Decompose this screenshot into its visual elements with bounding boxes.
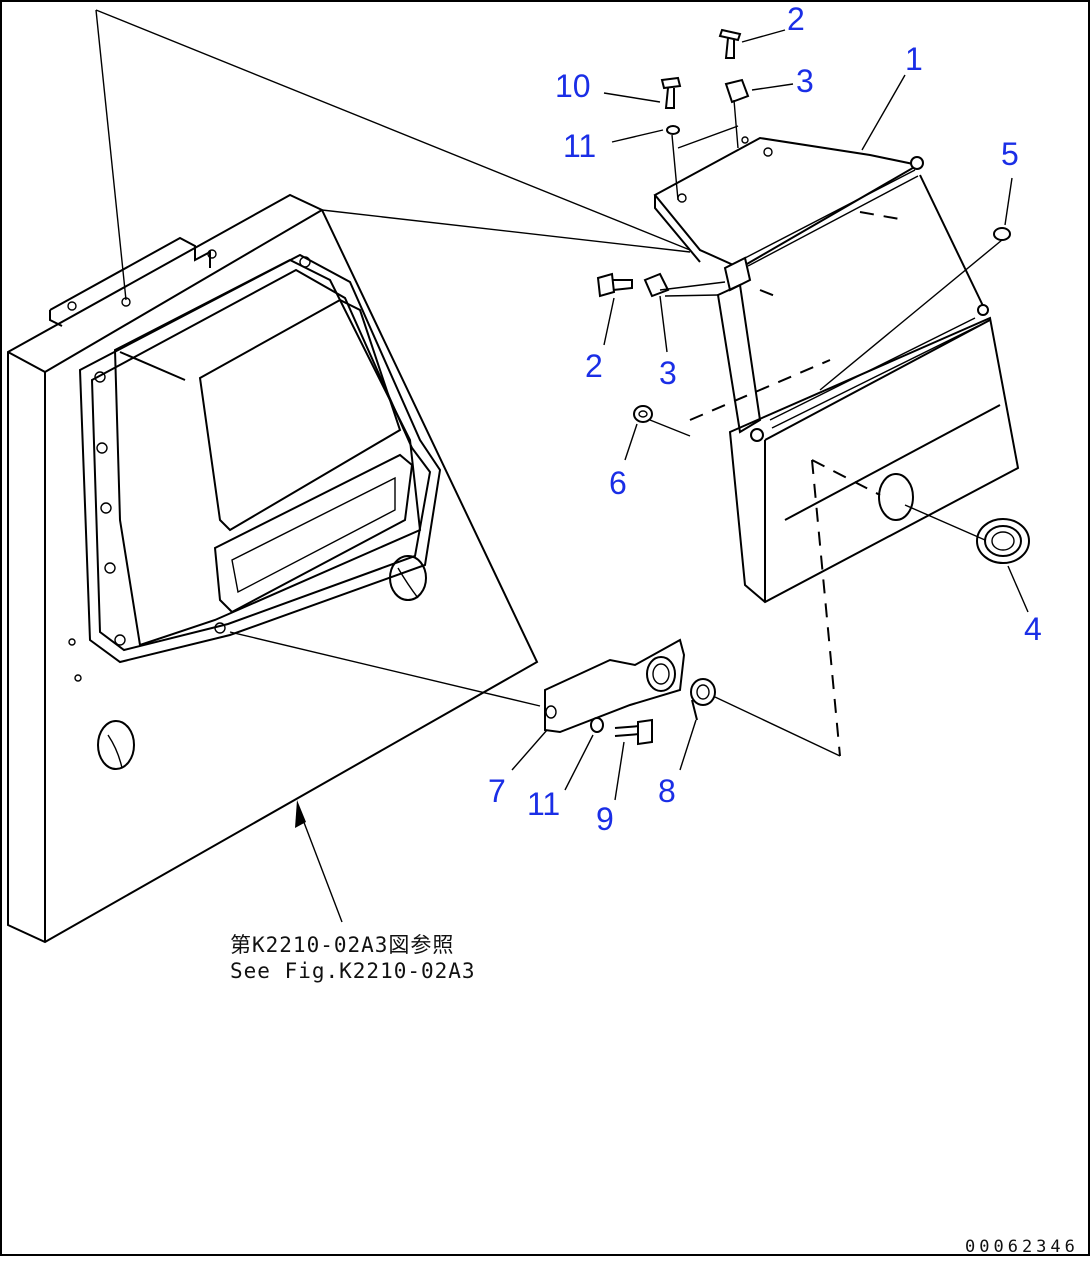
callout-3-middle: 3	[659, 355, 677, 391]
callout-10: 10	[555, 68, 591, 104]
cover-assembly	[633, 136, 1030, 604]
callout-8: 8	[658, 773, 676, 809]
callout-4: 4	[1024, 611, 1042, 647]
callout-9: 9	[596, 801, 614, 837]
callout-5: 5	[1001, 136, 1019, 172]
callout-7: 7	[488, 773, 506, 809]
callout-1: 1	[905, 41, 923, 77]
image-number: 00062346	[965, 1237, 1079, 1256]
leader-lines	[95, 9, 1029, 923]
callout-3-top: 3	[796, 63, 814, 99]
callout-11-bottom: 11	[527, 786, 560, 822]
callout-2-middle: 2	[585, 348, 603, 384]
callout-11-top: 11	[563, 128, 596, 164]
reference-note: 第K2210-02A3図参照 See Fig.K2210-02A3	[230, 933, 476, 983]
callout-6: 6	[609, 465, 627, 501]
cab-panel	[7, 193, 539, 944]
reference-note-japanese: 第K2210-02A3図参照	[230, 933, 454, 957]
callout-2-top: 2	[787, 1, 805, 37]
callouts: 1 2 3 10 11 5 2 3 6 4 7 11 9 8	[488, 1, 1042, 837]
fasteners	[544, 28, 750, 746]
reference-note-english: See Fig.K2210-02A3	[230, 959, 476, 983]
